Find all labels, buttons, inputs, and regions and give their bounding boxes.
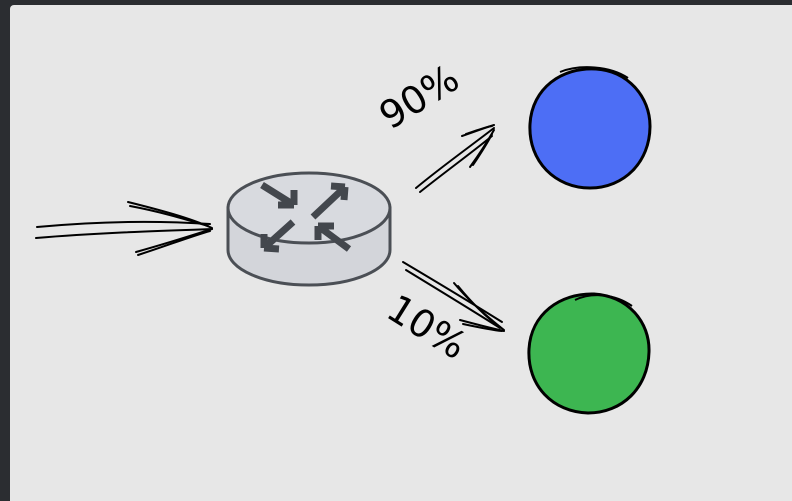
incoming-arrow bbox=[35, 201, 213, 256]
upper-share-label: 90% bbox=[372, 56, 467, 138]
lower-target-node bbox=[527, 292, 651, 415]
diagram-canvas bbox=[10, 5, 792, 501]
router-icon bbox=[226, 171, 392, 287]
upper-arrow bbox=[415, 124, 495, 193]
upper-target-node bbox=[528, 66, 652, 190]
lower-share-label: 10% bbox=[379, 286, 474, 368]
lower-arrow bbox=[402, 261, 505, 332]
